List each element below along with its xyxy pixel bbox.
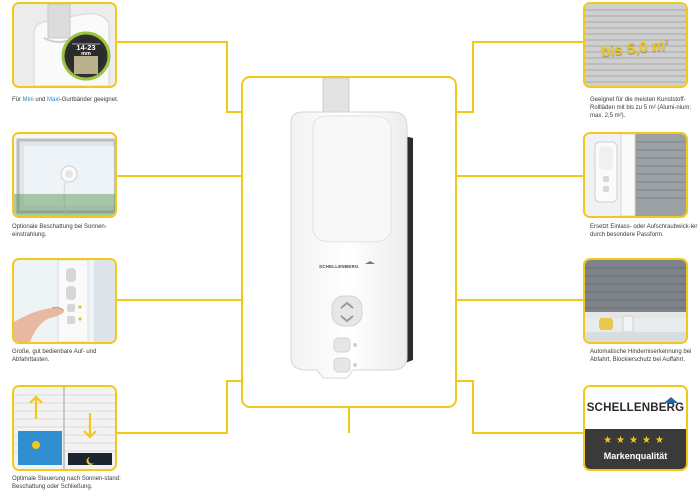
area-badge-exp: 2 xyxy=(664,38,669,46)
roof-icon xyxy=(664,397,678,403)
caption-text: -Gurtbänder geeignet. xyxy=(59,97,119,103)
panel-brand-quality: SCHELLENBERG ★★★★★ Markenqualität xyxy=(583,385,688,471)
panel-sun-sensor xyxy=(12,132,117,218)
caption-obstacle-detection: Automatische Hinderniserkennung bei Abfa… xyxy=(590,349,692,364)
quality-label: Markenqualität xyxy=(603,451,668,461)
sun-sensor-image xyxy=(14,134,115,216)
panel-shutter-area: bis 5,0 m2 xyxy=(583,2,688,88)
shutter-image xyxy=(585,4,686,86)
obstacle-image xyxy=(585,260,686,342)
caption-installation: Ersetzt Einlass- oder Aufschraubwick-ler… xyxy=(590,224,698,239)
rating-stars: ★★★★★ xyxy=(603,435,668,446)
strap-closeup-image xyxy=(14,4,115,86)
caption-buttons: Große, gut bedienbare Auf- und Abfahrtta… xyxy=(12,349,97,364)
caption-strap-width: Für Mini und Maxi-Gurtbänder geeignet. xyxy=(12,96,122,104)
panel-sun-position xyxy=(12,385,117,471)
strap-width-range: 14-23 xyxy=(76,43,96,52)
center-device-frame: SCHELLENBERG xyxy=(241,76,457,408)
device-brand-print: SCHELLENBERG xyxy=(319,264,359,269)
strap-width-unit: mm xyxy=(81,50,91,57)
panel-installation xyxy=(583,132,688,218)
caption-text: und xyxy=(33,97,48,103)
brand-logo: SCHELLENBERG xyxy=(585,387,686,429)
caption-shutter-area: Geeignet für die meisten Kunststoff-Roll… xyxy=(590,97,692,120)
strap-width-label: 14-23 mm xyxy=(68,44,104,58)
caption-mini-highlight: Mini xyxy=(22,97,34,103)
buttons-finger-image xyxy=(14,260,115,342)
caption-maxi-highlight: Maxi xyxy=(47,97,60,103)
caption-sun-position: Optimale Steuerung nach Sonnen-stand: Be… xyxy=(12,476,121,491)
panel-obstacle-detection xyxy=(583,258,688,344)
device-image xyxy=(290,77,413,379)
installation-image xyxy=(585,134,686,216)
quality-seal: ★★★★★ Markenqualität xyxy=(585,429,686,469)
panel-strap-width: 14-23 mm xyxy=(12,2,117,88)
brand-name: SCHELLENBERG xyxy=(586,402,685,414)
panel-buttons xyxy=(12,258,117,344)
caption-sun-sensor: Optionale Beschattung bei Sonnen-einstra… xyxy=(12,224,107,239)
caption-text: Für xyxy=(12,97,23,103)
sun-moon-image xyxy=(14,387,115,469)
